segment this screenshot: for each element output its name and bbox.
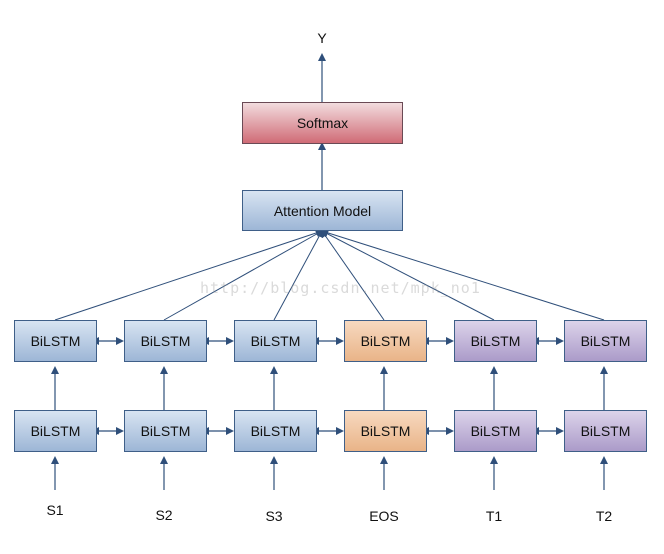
bilstm-lower-t2: BiLSTM — [564, 410, 647, 452]
attention-connector — [320, 229, 385, 321]
layer-arrows — [51, 366, 608, 410]
attention-model-label: Attention Model — [273, 202, 372, 219]
input-label-t1: T1 — [485, 508, 503, 524]
attention-model-node: Attention Model — [242, 190, 403, 231]
bilstm-label: BiLSTM — [30, 423, 81, 439]
attention-connector — [273, 229, 323, 321]
bilstm-label: BiLSTM — [470, 333, 521, 349]
bilstm-label: BiLSTM — [250, 333, 301, 349]
bilstm-label: BiLSTM — [470, 423, 521, 439]
input-label-t2: T2 — [595, 508, 613, 524]
bilstm-lower-s3: BiLSTM — [234, 410, 317, 452]
watermark: http://blog.csdn.net/mpk_no1 — [200, 279, 481, 297]
bilstm-upper-s2: BiLSTM — [124, 320, 207, 362]
input-label-s1: S1 — [46, 502, 64, 518]
attention-connector — [320, 230, 495, 321]
bilstm-label: BiLSTM — [360, 333, 411, 349]
output-label: Y — [317, 30, 327, 46]
attention-connector — [54, 229, 324, 321]
bilstm-label: BiLSTM — [580, 333, 631, 349]
bilstm-label: BiLSTM — [360, 423, 411, 439]
bilstm-upper-s3: BiLSTM — [234, 320, 317, 362]
bilstm-label: BiLSTM — [140, 333, 191, 349]
input-label-s2: S2 — [155, 507, 173, 523]
softmax-label: Softmax — [296, 115, 349, 131]
bilstm-lower-s2: BiLSTM — [124, 410, 207, 452]
bilstm-upper-t2: BiLSTM — [564, 320, 647, 362]
bilstm-upper-t1: BiLSTM — [454, 320, 537, 362]
bilstm-lower-s1: BiLSTM — [14, 410, 97, 452]
bilstm-label: BiLSTM — [250, 423, 301, 439]
input-label-s3: S3 — [265, 508, 283, 524]
bilstm-upper-eos: BiLSTM — [344, 320, 427, 362]
softmax-node: Softmax — [242, 102, 403, 144]
attention-connector — [163, 230, 324, 321]
bilstm-label: BiLSTM — [30, 333, 81, 349]
bilstm-upper-s1: BiLSTM — [14, 320, 97, 362]
bilstm-lower-eos: BiLSTM — [344, 410, 427, 452]
input-arrows — [51, 456, 608, 490]
attention-connector — [320, 228, 605, 321]
bilstm-label: BiLSTM — [140, 423, 191, 439]
bilstm-label: BiLSTM — [580, 423, 631, 439]
input-label-eos: EOS — [369, 508, 399, 524]
bilstm-lower-t1: BiLSTM — [454, 410, 537, 452]
attention-fan-in — [54, 228, 605, 321]
